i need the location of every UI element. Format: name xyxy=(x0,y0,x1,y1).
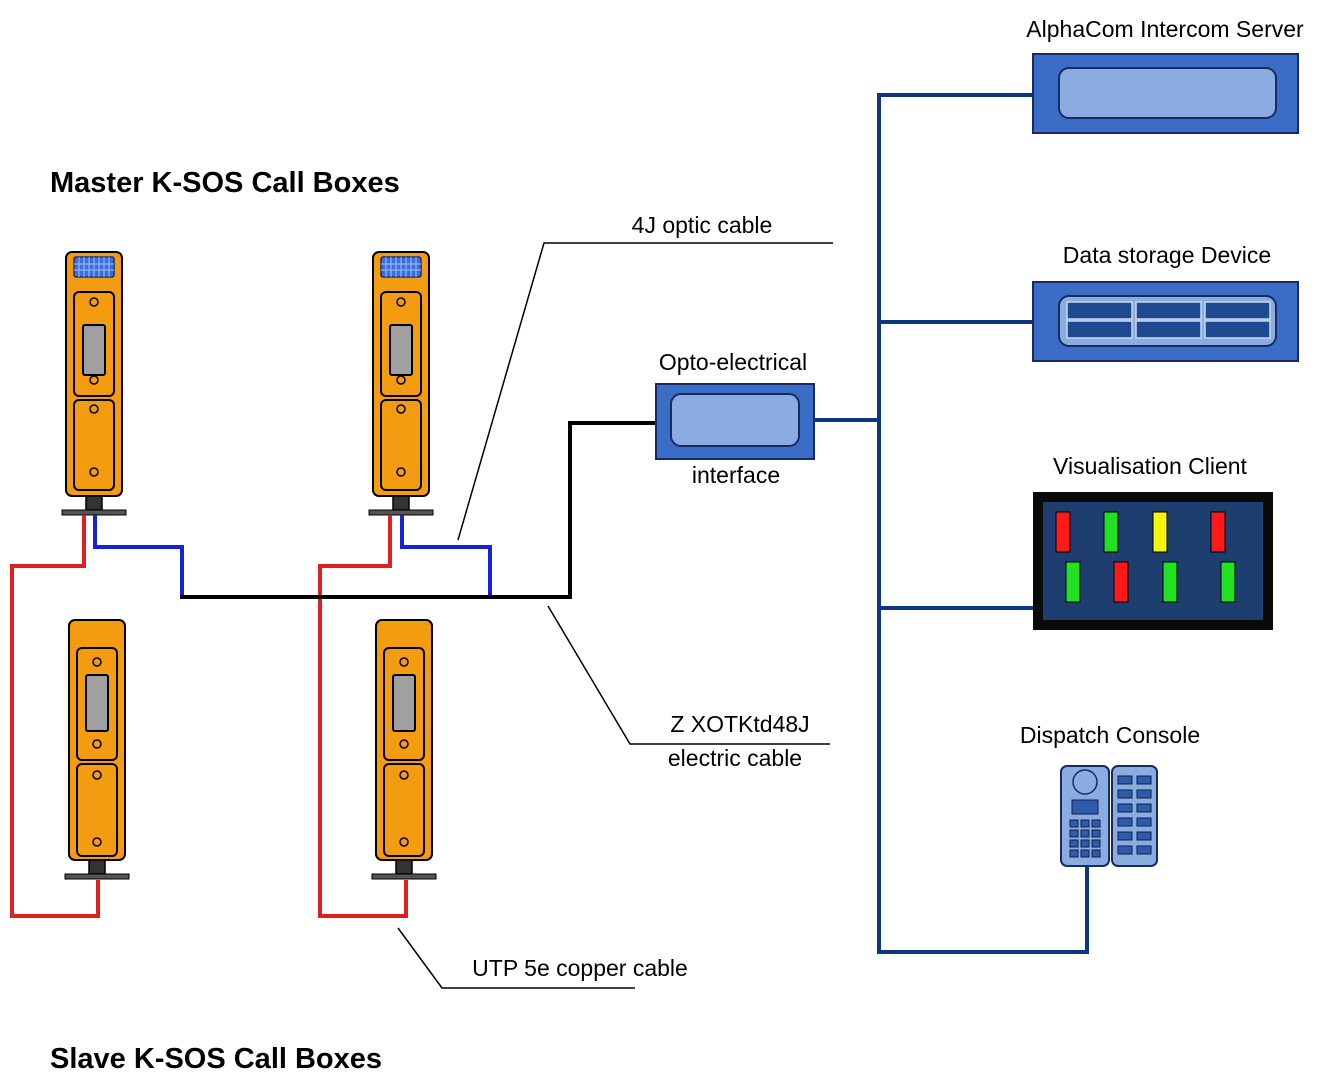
electric-cable xyxy=(180,421,656,599)
dispatch-label: Dispatch Console xyxy=(1020,722,1200,748)
master-call-box-2 xyxy=(368,251,434,516)
indicator-r1-2 xyxy=(1103,511,1119,553)
alphacom-server xyxy=(1032,53,1299,134)
data-storage-device xyxy=(1032,281,1299,362)
master-call-box-1 xyxy=(61,251,127,516)
network-bus xyxy=(877,93,1089,954)
optic-cable-label: 4J optic cable xyxy=(632,212,773,238)
storage-label: Data storage Device xyxy=(1063,242,1271,268)
indicator-r1-3 xyxy=(1152,511,1168,553)
copper-cable-label: UTP 5e copper cable xyxy=(472,955,688,981)
electric-cable-label-line2: electric cable xyxy=(668,745,802,771)
blue-wire-left xyxy=(93,515,184,597)
indicator-r2-1 xyxy=(1065,561,1081,603)
indicator-r2-3 xyxy=(1162,561,1178,603)
opto-label-bottom: interface xyxy=(692,462,780,488)
visualisation-label: Visualisation Client xyxy=(1053,453,1248,479)
indicator-r2-2 xyxy=(1113,561,1129,603)
opto-electrical-interface xyxy=(655,383,815,460)
electric-cable-leader xyxy=(547,605,830,745)
indicator-r2-4 xyxy=(1220,561,1236,603)
slave-call-box-1 xyxy=(64,619,130,880)
electric-cable-label-line1: Z XOTKtd48J xyxy=(670,711,809,737)
copper-cable-leader xyxy=(397,927,635,989)
indicator-r1-1 xyxy=(1055,511,1071,553)
blue-wire-right xyxy=(400,515,492,597)
opto-label-top: Opto-electrical xyxy=(659,349,807,375)
slave-heading: Slave K-SOS Call Boxes xyxy=(50,1043,382,1073)
indicator-r1-4 xyxy=(1210,511,1226,553)
slave-call-box-2 xyxy=(371,619,437,880)
visualisation-client xyxy=(1033,492,1273,630)
red-wire-right xyxy=(318,515,408,918)
server-label: AlphaCom Intercom Server xyxy=(1026,16,1304,42)
dispatch-console xyxy=(1060,765,1158,867)
optic-cable-leader xyxy=(457,242,833,541)
master-heading: Master K-SOS Call Boxes xyxy=(50,167,400,199)
red-wire-left xyxy=(10,515,100,918)
